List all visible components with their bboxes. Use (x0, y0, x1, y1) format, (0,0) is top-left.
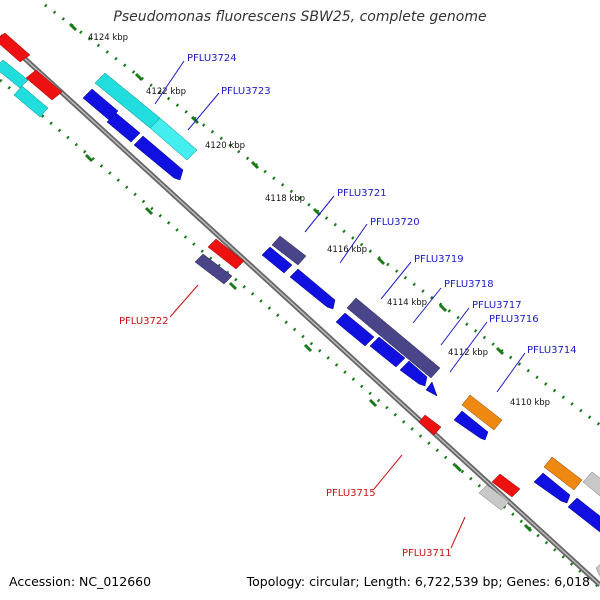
tick-label-4124: 4124 kbp (88, 33, 128, 43)
genome-summary-text: Topology: circular; Length: 6,722,539 bp… (246, 574, 590, 589)
gene-blue-c (133, 135, 184, 181)
outer-tick-track (44, 3, 600, 427)
gene-blue-e (289, 268, 336, 310)
inner-major-ticks (18, 95, 533, 533)
gene-pflu3722-navy (194, 253, 233, 285)
gene-blue-right-1 (533, 472, 571, 504)
gene-blue-g (369, 336, 406, 368)
tick-label-4110: 4110 kbp (510, 398, 550, 408)
gene-orange-right (543, 456, 583, 491)
gene-label-pflu3722: PFLU3722 (119, 316, 169, 327)
lower-gene-labels: PFLU3722 PFLU3715 PFLU3711 (119, 316, 452, 559)
gene-pflu3714-blue (453, 410, 489, 441)
gene-pflu3715 (418, 414, 442, 436)
genome-title: Pseudomonas fluorescens SBW25, complete … (113, 9, 487, 25)
tick-labels: 4124 kbp 4122 kbp 4120 kbp 4118 kbp 4116… (88, 33, 550, 408)
gene-label-pflu3715: PFLU3715 (326, 488, 376, 499)
tick-label-4120: 4120 kbp (205, 141, 245, 151)
gene-label-pflu3721: PFLU3721 (337, 188, 387, 199)
gene-pflu3711-red (491, 473, 521, 498)
gene-blue-h (399, 360, 428, 387)
gene-blue-d (261, 246, 293, 274)
gene-label-pflu3718: PFLU3718 (444, 279, 494, 290)
gene-pflu3721 (271, 235, 307, 266)
gene-blue-f (335, 312, 375, 347)
tick-label-4118: 4118 kbp (265, 194, 305, 204)
gene-label-pflu3724: PFLU3724 (187, 53, 237, 64)
upper-gene-labels: PFLU3724 PFLU3723 PFLU3721 PFLU3720 PFLU… (187, 53, 577, 356)
gene-pflu3714-orange (461, 394, 503, 431)
tick-label-4122: 4122 kbp (146, 87, 186, 97)
gene-pflu3723 (149, 117, 198, 161)
reverse-genes (194, 238, 600, 577)
tick-label-4116: 4116 kbp (327, 245, 367, 255)
upper-leaders (154, 60, 526, 393)
gene-label-pflu3719: PFLU3719 (414, 254, 464, 265)
gene-pflu3719 (346, 297, 441, 379)
gene-label-pflu3720: PFLU3720 (370, 217, 420, 228)
gene-blue-a (82, 88, 119, 121)
gene-label-pflu3711: PFLU3711 (402, 548, 452, 559)
gene-label-pflu3714: PFLU3714 (527, 345, 577, 356)
gene-cyan-partial-1 (0, 59, 29, 89)
gene-label-pflu3717: PFLU3717 (472, 300, 522, 311)
gene-pflu3722-red (207, 238, 245, 270)
lower-leaders (169, 284, 466, 549)
gene-gray-right-1 (582, 471, 600, 497)
gene-blue-right-2 (567, 497, 600, 533)
gene-label-pflu3723: PFLU3723 (221, 86, 271, 97)
gene-label-pflu3716: PFLU3716 (489, 314, 539, 325)
forward-genes (0, 32, 600, 533)
gene-blue-b (106, 112, 141, 143)
inner-tick-track (0, 78, 600, 590)
gene-cyan-partial-2 (13, 85, 49, 118)
accession-text: Accession: NC_012660 (9, 574, 152, 589)
gene-blue-i (425, 381, 438, 397)
major-ticks (68, 22, 505, 356)
genome-backbone-highlight (0, 35, 600, 586)
gene-pflu3711-gray (478, 484, 510, 511)
gene-red-partial-1 (0, 32, 31, 63)
gene-red-partial-2 (25, 69, 63, 101)
tick-label-4112: 4112 kbp (448, 348, 488, 358)
gene-gray-corner (595, 564, 600, 577)
tick-label-4114: 4114 kbp (387, 298, 427, 308)
